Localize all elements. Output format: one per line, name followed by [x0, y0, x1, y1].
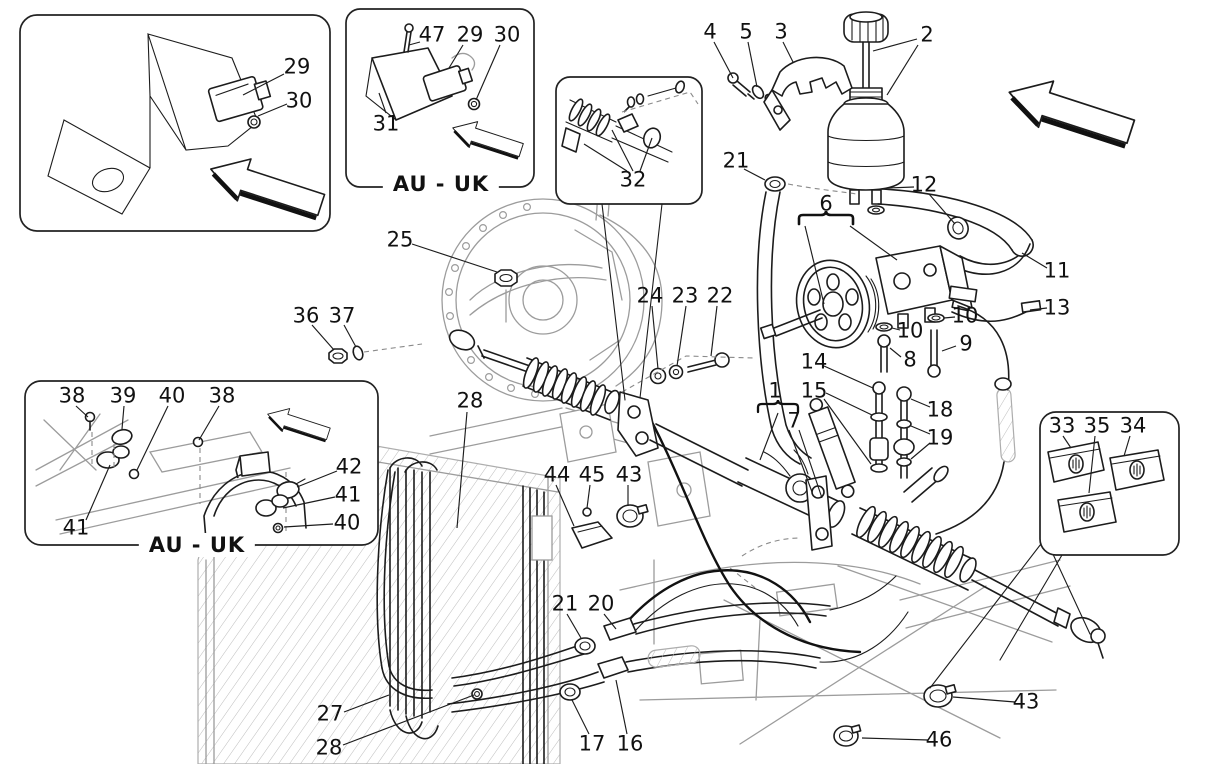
callout-42: 42 [335, 454, 363, 479]
suction-pipe [756, 176, 857, 465]
callout-16: 16 [616, 731, 644, 756]
callout-20: 20 [587, 591, 615, 616]
callout-28: 28 [456, 388, 484, 413]
callout-8: 8 [903, 347, 917, 372]
callout-25: 25 [386, 227, 414, 252]
callout-28: 28 [315, 735, 343, 760]
callout-30: 30 [285, 88, 313, 113]
callout-44: 44 [543, 462, 571, 487]
group-brackets [756, 210, 855, 414]
callout-29: 29 [456, 22, 484, 47]
callout-7: 7 [787, 408, 801, 433]
callout-27: 27 [316, 701, 344, 726]
steering-rack [448, 329, 1106, 659]
callout-37: 37 [328, 303, 356, 328]
region-label-au-uk-bottom: AU - UK [138, 533, 256, 557]
clamps-and-brackets [571, 504, 957, 747]
callout-18: 18 [926, 397, 954, 422]
callout-2: 2 [920, 22, 934, 47]
callout-22: 22 [706, 283, 734, 308]
callout-17: 17 [578, 731, 606, 756]
callout-33: 33 [1048, 413, 1076, 438]
callout-30: 30 [493, 22, 521, 47]
callout-24: 24 [636, 283, 664, 308]
callout-5: 5 [739, 19, 753, 44]
trident-badge-icon [1057, 491, 1117, 533]
callout-38: 38 [208, 383, 236, 408]
callout-43: 43 [615, 462, 643, 487]
callout-36: 36 [292, 303, 320, 328]
callout-19: 19 [926, 425, 954, 450]
region-label-au-uk-top: AU - UK [382, 172, 500, 196]
trident-badge-icon [1109, 449, 1165, 491]
oil-cooler-pipes [376, 398, 909, 764]
callout-9: 9 [959, 331, 973, 356]
callout-29: 29 [283, 54, 311, 79]
callout-38: 38 [58, 383, 86, 408]
subframe [429, 403, 1071, 745]
callout-32: 32 [619, 167, 647, 192]
callout-11: 11 [1043, 258, 1071, 283]
reservoir [827, 11, 905, 215]
callout-12: 12 [910, 172, 938, 197]
callout-46: 46 [925, 727, 953, 752]
leader-lines [75, 38, 1131, 746]
callout-15: 15 [800, 378, 828, 403]
callout-39: 39 [109, 383, 137, 408]
inset-box-rack-clamps [555, 76, 703, 401]
callout-40: 40 [333, 510, 361, 535]
power-steering-pump [875, 245, 978, 332]
callout-47: 47 [418, 22, 446, 47]
callout-40: 40 [158, 383, 186, 408]
reservoir-bracket-and-bolt [727, 56, 853, 131]
callout-41: 41 [62, 515, 90, 540]
fasteners [328, 269, 941, 479]
callout-35: 35 [1083, 413, 1111, 438]
callout-34: 34 [1119, 413, 1147, 438]
callout-31: 31 [372, 111, 400, 136]
callout-21: 21 [551, 591, 579, 616]
pump-pulley [759, 259, 880, 349]
callout-10: 10 [896, 318, 924, 343]
callout-1: 1 [768, 378, 782, 403]
callout-14: 14 [800, 349, 828, 374]
hoses [877, 188, 1042, 535]
trident-badge-icon [1047, 441, 1105, 483]
callout-21: 21 [722, 148, 750, 173]
callout-45: 45 [578, 462, 606, 487]
callout-3: 3 [774, 19, 788, 44]
callout-23: 23 [671, 283, 699, 308]
callout-13: 13 [1043, 295, 1071, 320]
callout-6: 6 [819, 191, 833, 216]
inset-box-trident-plates [929, 411, 1180, 689]
callout-10: 10 [951, 303, 979, 328]
callout-41: 41 [334, 482, 362, 507]
callout-4: 4 [703, 19, 717, 44]
callout-43: 43 [1012, 689, 1040, 714]
